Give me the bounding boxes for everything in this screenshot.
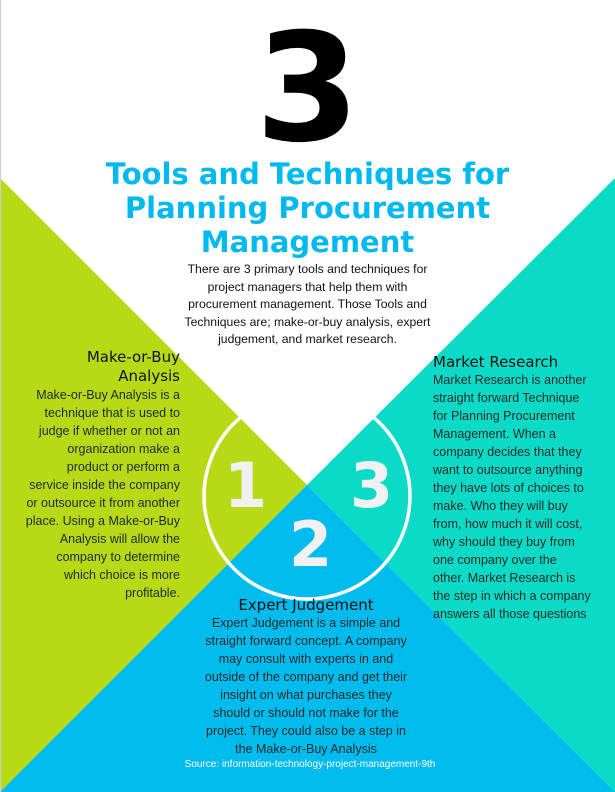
text-line: technique that is used to bbox=[44, 406, 180, 420]
text-line: answers all those questions bbox=[433, 607, 587, 621]
text-line: There are 3 primary tools and techniques… bbox=[187, 262, 428, 276]
expert-judgement-section: Expert Judgement Expert Judgement is a s… bbox=[156, 596, 456, 758]
text-line: organization make a bbox=[67, 442, 180, 456]
section-heading: Analysis bbox=[118, 367, 180, 385]
section-body: Market Research is another straight forwa… bbox=[433, 371, 613, 623]
text-line: insight on what purchases they bbox=[220, 688, 392, 702]
text-line: make. Who they will buy bbox=[433, 499, 568, 513]
source-credit: Source: information-technology-project-m… bbox=[184, 759, 436, 770]
text-line: or outsource it from another bbox=[26, 496, 180, 510]
text-line: Management. When a bbox=[433, 427, 556, 441]
market-research-section: Market Research Market Research is anoth… bbox=[433, 353, 613, 623]
section-heading: Market Research bbox=[433, 353, 559, 371]
center-circle bbox=[202, 391, 412, 601]
text-line: may consult with experts in and bbox=[218, 652, 394, 666]
section-body: Expert Judgement is a simple and straight… bbox=[156, 614, 456, 758]
text-line: for Planning Procurement bbox=[433, 409, 575, 423]
text-line: want to outsource anything bbox=[433, 463, 583, 477]
text-line: judgement, and market research. bbox=[218, 332, 397, 346]
blue-triangle bbox=[0, 485, 615, 792]
teal-triangle bbox=[307, 178, 615, 792]
intro-paragraph: There are 3 primary tools and techniques… bbox=[150, 261, 465, 349]
text-line: should or should not make for the bbox=[213, 706, 399, 720]
text-line: procurement management. Those Tools and bbox=[188, 297, 427, 311]
big-number: 3 bbox=[255, 2, 360, 176]
text-line: the Make-or-Buy Analysis bbox=[235, 742, 377, 756]
text-line: judge if whether or not an bbox=[38, 424, 180, 438]
text-line: Expert Judgement is a simple and bbox=[211, 616, 401, 630]
green-triangle bbox=[0, 178, 307, 792]
page-edge bbox=[0, 0, 1, 792]
text-line: straight forward Technique bbox=[433, 391, 580, 405]
section-heading: Expert Judgement bbox=[238, 596, 374, 614]
number-three: 3 bbox=[350, 449, 394, 522]
text-line: place. Using a Make-or-Buy bbox=[25, 514, 180, 528]
text-line: which choice is more bbox=[63, 568, 180, 582]
make-or-buy-section: Make-or-Buy Analysis Make-or-Buy Analysi… bbox=[20, 348, 180, 602]
text-line: Techniques are; make-or-buy analysis, ex… bbox=[184, 314, 431, 329]
text-line: Analysis will allow the bbox=[59, 532, 180, 546]
text-line: profitable. bbox=[125, 586, 180, 600]
number-one: 1 bbox=[224, 449, 268, 522]
title-line: Management bbox=[200, 225, 415, 259]
text-line: Make-or-Buy Analysis is a bbox=[36, 388, 180, 402]
text-line: project managers that help them with bbox=[207, 279, 408, 294]
section-heading: Make-or-Buy bbox=[86, 348, 180, 366]
text-line: Market Research is another bbox=[433, 373, 587, 387]
text-line: straight forward concept. A company bbox=[205, 634, 407, 648]
section-body: Make-or-Buy Analysis is a technique that … bbox=[20, 386, 180, 602]
text-line: outside of the company and get their bbox=[204, 670, 408, 684]
text-line: product or perform a bbox=[66, 460, 180, 474]
page-title: Tools and Techniques for Planning Procur… bbox=[0, 157, 615, 259]
text-line: one company over the bbox=[433, 553, 557, 567]
text-line: from, how much it will cost, bbox=[433, 517, 583, 531]
text-line: company to determine bbox=[56, 550, 180, 564]
text-line: the step in which a company bbox=[433, 589, 591, 603]
text-line: project. They could also be a step in bbox=[206, 724, 406, 738]
title-line: Tools and Techniques for bbox=[105, 157, 510, 191]
text-line: company decides that they bbox=[433, 445, 582, 459]
text-line: they have lots of choices to bbox=[433, 481, 584, 495]
text-line: service inside the company bbox=[29, 478, 180, 492]
number-two: 2 bbox=[289, 508, 333, 581]
text-line: other. Market Research is bbox=[433, 571, 576, 585]
title-line: Planning Procurement bbox=[124, 191, 491, 225]
text-line: why should they buy from bbox=[433, 535, 575, 549]
